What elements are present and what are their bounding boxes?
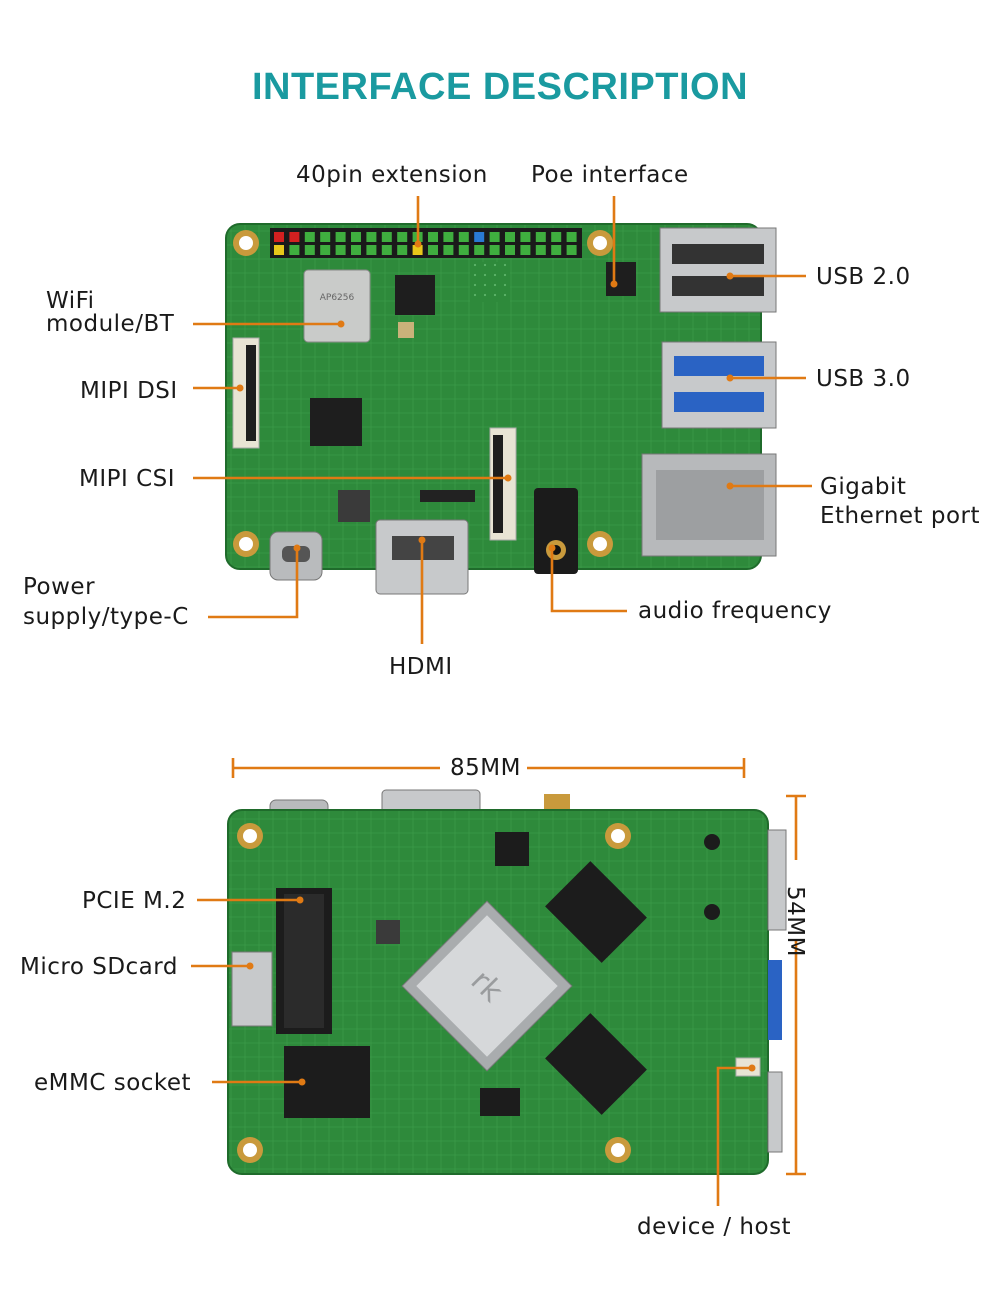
gpio-pin [566, 245, 577, 255]
gpio-pin [458, 245, 469, 255]
label-height-54mm: 54MM [782, 886, 808, 957]
svg-text:AP6256: AP6256 [320, 293, 355, 303]
gpio-pin [520, 245, 531, 255]
chip [310, 398, 362, 446]
gpio-pin [289, 232, 300, 242]
gpio-pin [320, 232, 331, 242]
mounting-holes-top [233, 230, 613, 557]
gpio-pin [381, 245, 392, 255]
gpio-pin [397, 232, 408, 242]
label-poe-interface: Poe interface [531, 162, 689, 188]
gpio-pin [412, 245, 423, 255]
gpio-pin [428, 245, 438, 255]
label-wifi-line1: WiFi [46, 288, 95, 314]
ram-chip [545, 861, 647, 963]
poe-header [606, 262, 636, 296]
label-mipi-dsi: MIPI DSI [80, 378, 178, 404]
inductor [338, 490, 370, 522]
page-title: INTERFACE DESCRIPTION [251, 66, 749, 108]
top-board: AP6256 [225, 223, 777, 595]
bottom-board: rk [227, 789, 787, 1175]
gpio-pin [489, 232, 500, 242]
chip [395, 275, 435, 315]
gpio-pin [289, 245, 300, 255]
gpio-pin [443, 245, 454, 255]
gpio-pin [443, 232, 454, 242]
bottom-leader-lines [191, 896, 756, 1206]
gpio-pin [474, 245, 485, 255]
label-power-line1: Power [23, 574, 96, 600]
gpio-pin [489, 245, 500, 255]
gpio-header [270, 228, 582, 258]
gpio-pin [366, 245, 377, 255]
gpio-pin [335, 245, 346, 255]
label-usb-2: USB 2.0 [816, 264, 911, 290]
gpio-pin [535, 232, 546, 242]
gpio-pin [505, 245, 515, 255]
gpio-pin [428, 232, 438, 242]
gpio-pin [535, 245, 546, 255]
label-device-host: device / host [637, 1214, 792, 1240]
gpio-pin [304, 245, 315, 255]
ram-chip [545, 1013, 647, 1115]
gpio-pin [274, 245, 284, 255]
label-pcie-m2: PCIE M.2 [82, 888, 187, 914]
usb2-port [659, 227, 777, 313]
gpio-pin [274, 232, 284, 242]
gpio-pin [520, 232, 531, 242]
gpio-pin [351, 245, 361, 255]
gpio-pin [551, 245, 562, 255]
top-leader-lines [193, 196, 812, 644]
label-emmc-socket: eMMC socket [34, 1070, 192, 1096]
gpio-pin [505, 232, 515, 242]
component [470, 262, 510, 302]
label-mipi-csi: MIPI CSI [79, 466, 176, 492]
label-wifi-line2: module/BT [46, 311, 175, 337]
label-power-line2: supply/type-C [23, 604, 189, 630]
label-audio-frequency: audio frequency [638, 598, 832, 624]
gpio-pin [320, 245, 331, 255]
gpio-pin [304, 232, 315, 242]
sd-card-slot [231, 951, 273, 1027]
connector [420, 490, 475, 502]
label-40pin-extension: 40pin extension [296, 162, 488, 188]
label-ethernet-line2: Ethernet port [820, 503, 981, 529]
gpio-pin [397, 245, 408, 255]
label-ethernet-line1: Gigabit [820, 474, 907, 500]
soc-chip: rk [401, 900, 573, 1072]
label-usb-3: USB 3.0 [816, 366, 911, 392]
label-width-85mm: 85MM [450, 755, 521, 781]
wifi-module [303, 269, 371, 343]
label-micro-sdcard: Micro SDcard [20, 954, 178, 980]
gpio-pin [566, 232, 577, 242]
usb3-port [661, 341, 777, 429]
gpio-pin [366, 232, 377, 242]
gpio-pin [458, 232, 469, 242]
gpio-pin [381, 232, 392, 242]
component [398, 322, 414, 338]
gpio-pin [335, 232, 346, 242]
mounting-holes-bottom [237, 823, 631, 1163]
gpio-pin [551, 232, 562, 242]
label-hdmi: HDMI [389, 654, 453, 680]
gpio-pin [351, 232, 361, 242]
audio-jack [534, 488, 578, 574]
gpio-pin [474, 232, 485, 242]
dimension-lines [231, 758, 806, 1176]
